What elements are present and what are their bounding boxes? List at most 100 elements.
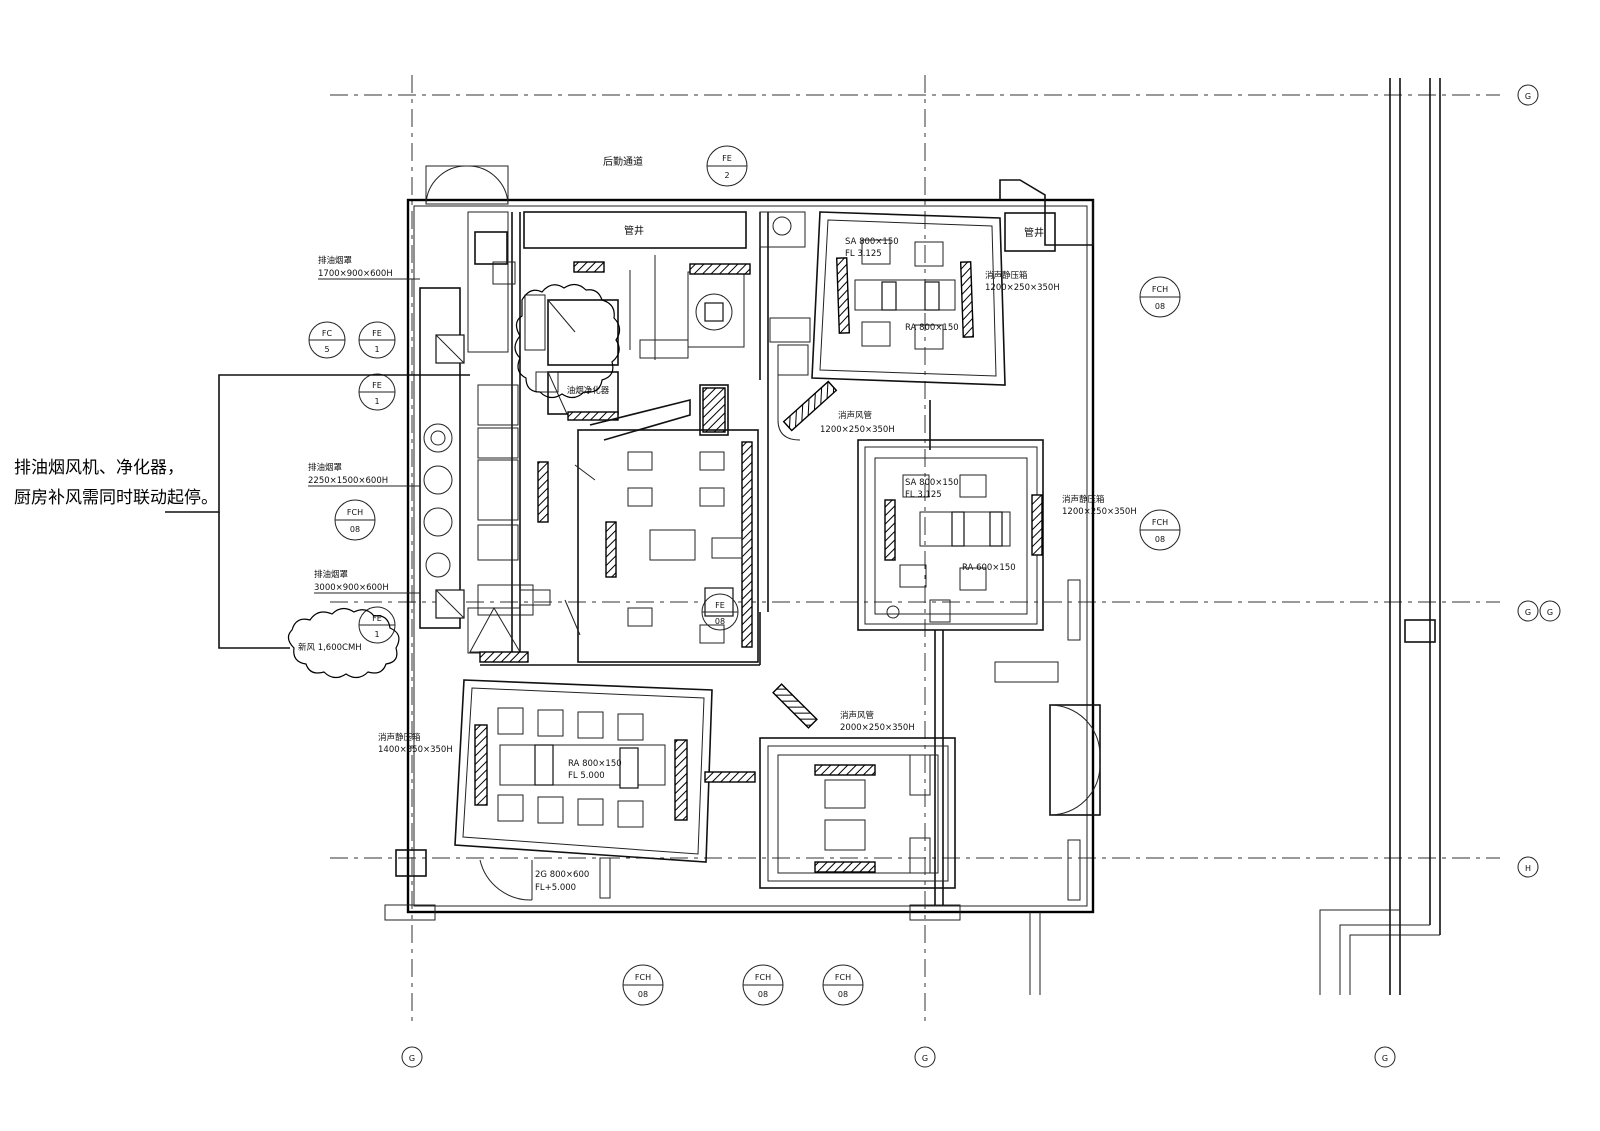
control-note-line-1: 排油烟风机、净化器， [14,458,184,478]
svg-text:08: 08 [758,990,768,999]
svg-text:FL 3.125: FL 3.125 [845,249,882,259]
grid-bubble: H [1517,856,1539,878]
svg-text:08: 08 [838,990,848,999]
revision-cloud-top [514,283,621,399]
svg-text:G: G [1547,608,1553,617]
svg-text:08: 08 [1155,535,1165,544]
grid-bubble: G [1539,600,1561,622]
tag: FCH 08 [742,964,784,1006]
note-leader [165,374,470,513]
shaft-top: 管井 管井 [523,211,1044,249]
hood-labels: 排油烟罩 1700×900×600H 排油烟罩 2250×1500×600H 排… [308,255,589,893]
building-walls [384,78,1441,995]
svg-text:FE: FE [715,601,725,610]
svg-text:消声静压箱: 消声静压箱 [985,270,1028,281]
svg-text:08: 08 [1155,302,1165,311]
svg-text:2: 2 [724,171,729,180]
tag: FCH 08 [1139,276,1181,318]
svg-text:2250×1500×600H: 2250×1500×600H [308,476,388,486]
svg-text:G: G [1382,1054,1388,1063]
svg-text:G: G [1525,92,1531,101]
kitchen-ducts [519,429,759,663]
tag: FCH 08 [1139,509,1181,551]
svg-text:1400×350×350H: 1400×350×350H [378,745,453,755]
svg-text:管井: 管井 [1024,226,1044,239]
svg-text:油烟净化器: 油烟净化器 [567,385,610,396]
svg-text:FCH: FCH [1152,518,1168,527]
grid-bubble: G [1517,600,1539,622]
fresh-air-cloud: 新风 1,600CMH [287,607,400,679]
svg-text:G: G [1525,608,1531,617]
svg-text:1200×250×350H: 1200×250×350H [985,283,1060,293]
svg-text:FE: FE [722,154,732,163]
svg-text:FL+5.000: FL+5.000 [535,883,576,893]
svg-text:1200×250×350H: 1200×250×350H [1062,507,1137,517]
svg-text:FL 5.000: FL 5.000 [568,771,605,781]
svg-text:FE: FE [372,329,382,338]
svg-text:H: H [1525,864,1531,873]
svg-text:FCH: FCH [1152,285,1168,294]
svg-text:08: 08 [350,525,360,534]
equipment-tags: FE 2 FCH 08 FC 5 FE 1 FE 1 FCH 08 FCH 08 FE 1 FE… [308,145,1181,1006]
room-southwest: RA 800×150 FL 5.000 消声静压箱 1400×350×350H [378,679,713,863]
svg-text:FL 3.125: FL 3.125 [905,490,942,500]
svg-text:排油烟罩: 排油烟罩 [308,462,343,473]
tag: FE 1 [358,373,396,411]
grid-bubble: G [401,1046,423,1068]
grid-bubble: G [1517,84,1539,106]
partitions [480,211,944,905]
svg-text:1: 1 [374,397,379,406]
control-note: 排油烟风机、净化器， 厨房补风需同时联动起停。 [14,453,218,513]
svg-text:RA 800×150: RA 800×150 [568,759,622,769]
svg-text:1700×900×600H: 1700×900×600H [318,269,393,279]
svg-text:2G 800×600: 2G 800×600 [535,870,589,880]
svg-text:3000×900×600H: 3000×900×600H [314,583,389,593]
svg-text:消声静压箱: 消声静压箱 [1062,494,1105,505]
svg-text:G: G [409,1054,415,1063]
svg-text:08: 08 [638,990,648,999]
svg-text:5: 5 [324,345,329,354]
room-ne: SA 800×150 FL 3.125 RA 800×150 消声静压箱 120… [811,211,1060,386]
svg-text:消声风管: 消声风管 [840,710,874,721]
room-southeast: 消声风管 2000×250×350H [704,683,956,889]
svg-text:FCH: FCH [347,508,363,517]
left-equipment [419,211,534,663]
purifier-area: 油烟净化器 [524,255,751,441]
grid-bubble: G [1374,1046,1396,1068]
control-note-line-2: 厨房补风需同时联动起停。 [14,488,218,508]
svg-text:RA 600×150: RA 600×150 [962,563,1016,573]
note-leader-2 [218,512,290,649]
svg-text:FCH: FCH [755,973,771,982]
svg-text:排油烟罩: 排油烟罩 [318,255,353,266]
svg-text:08: 08 [715,617,725,626]
svg-text:SA 800×150: SA 800×150 [905,478,959,488]
tag: FC 5 [308,321,346,359]
tag: FCH 08 [334,499,376,541]
svg-text:RA 800×150: RA 800×150 [905,323,959,333]
tag: FCH 08 [822,964,864,1006]
svg-text:1: 1 [374,345,379,354]
svg-text:FE: FE [372,381,382,390]
svg-text:FE: FE [372,614,382,623]
grid-bubbles: G G G H G G G [401,84,1561,1068]
svg-text:消声静压箱: 消声静压箱 [378,732,421,743]
tag: FCH 08 [622,964,664,1006]
corridor-label: 后勤通道 [603,155,643,168]
muffler-duct-ne: 消声风管 1200×250×350H [782,380,895,435]
tag: FE 1 [358,321,396,359]
svg-text:2000×250×350H: 2000×250×350H [840,723,915,733]
svg-text:消声风管: 消声风管 [838,410,872,421]
grid-lines [330,75,1500,1022]
tag: FE 08 [701,593,739,631]
svg-text:1: 1 [374,630,379,639]
svg-text:FCH: FCH [635,973,651,982]
svg-text:1200×250×350H: 1200×250×350H [820,425,895,435]
svg-text:排油烟罩: 排油烟罩 [314,569,349,580]
svg-text:FCH: FCH [835,973,851,982]
svg-text:G: G [922,1054,928,1063]
svg-text:新风 1,600CMH: 新风 1,600CMH [298,642,362,653]
svg-text:FC: FC [322,329,333,338]
svg-text:SA 800×150: SA 800×150 [845,237,899,247]
svg-text:管井: 管井 [624,224,644,237]
